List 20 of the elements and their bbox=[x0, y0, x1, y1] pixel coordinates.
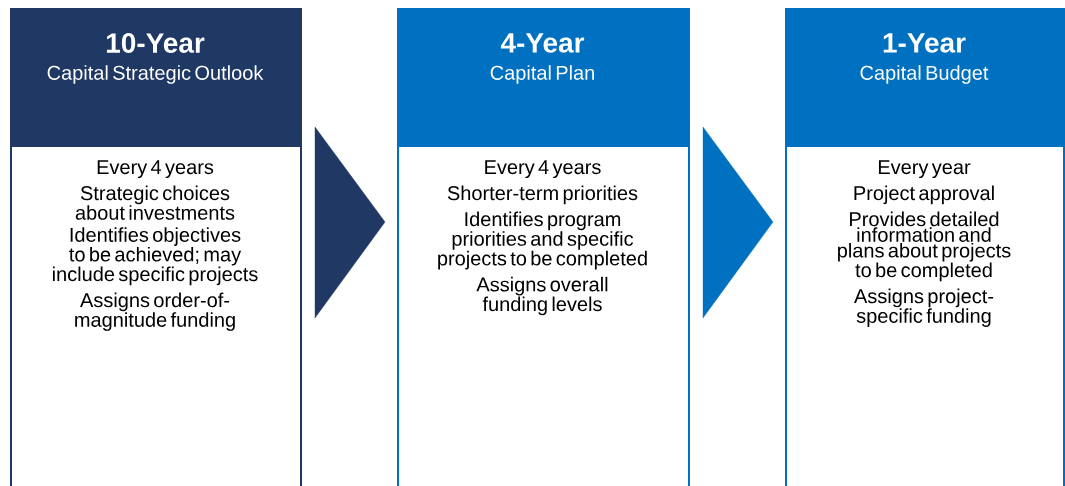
body-text: Strategic choices about investments bbox=[75, 185, 235, 220]
body-text: Shorter-term priorities bbox=[447, 185, 638, 205]
body-text: Every year bbox=[878, 160, 971, 179]
body-text: Identifies program priorities and specific projects to be completed bbox=[438, 211, 647, 270]
header-title: 4-Year bbox=[500, 33, 585, 53]
body-text: Assigns project-specific funding bbox=[854, 288, 994, 327]
body-text: Every 4 years bbox=[97, 160, 214, 179]
header-title: 1-Year bbox=[883, 33, 966, 53]
body-text: Every 4 years bbox=[485, 160, 601, 179]
header-title: 10-Year bbox=[106, 33, 205, 53]
body-text: Project approval bbox=[854, 185, 994, 205]
header-subtitle: Capital Budget bbox=[860, 65, 989, 84]
body-text: Identifies objectives to be achieved; may include specific projects bbox=[52, 227, 258, 286]
body-text: Assigns overall funding levels bbox=[476, 276, 608, 316]
header-subtitle: Capital Strategic Outlook bbox=[47, 65, 264, 84]
chevron-arrow bbox=[314, 126, 386, 319]
body-text: Assigns order-of-magnitude funding bbox=[75, 292, 235, 331]
header-subtitle: Capital Plan bbox=[490, 65, 594, 84]
chevron-arrow bbox=[702, 126, 774, 319]
body-text: Provides detailed information and plans about projects to be completed bbox=[838, 211, 1011, 282]
